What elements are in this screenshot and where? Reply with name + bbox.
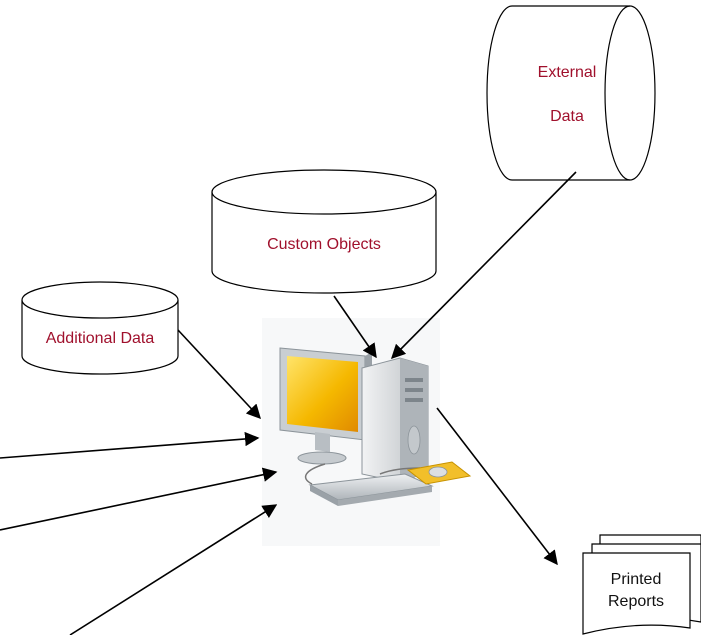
custom-objects-cylinder: Custom Objects: [211, 169, 437, 294]
additional-data-label: Additional Data: [46, 330, 155, 347]
arrow-input-1-to-computer: [0, 431, 260, 459]
additional-data-cylinder: Additional Data: [21, 281, 179, 375]
custom-objects-label: Custom Objects: [267, 236, 381, 253]
arrow-input-3-to-computer: [69, 504, 278, 635]
arrow-computer-to-reports: [436, 407, 558, 566]
arrows: [0, 171, 577, 635]
arrow-custom-to-computer: [333, 295, 377, 359]
arrow-external-to-computer: [390, 171, 577, 360]
arrow-additional-to-computer: [177, 329, 261, 420]
external-data-label-line1: External: [538, 64, 597, 81]
external-data-label-line2: Data: [550, 108, 584, 125]
printed-reports-label-line2: Reports: [608, 593, 664, 610]
printed-reports-label-line1: Printed: [611, 571, 662, 588]
external-data-cylinder: External Data: [486, 5, 656, 181]
computer-icon: [262, 318, 472, 546]
arrow-input-2-to-computer: [0, 467, 278, 531]
printed-reports-document: Printed Reports: [582, 534, 701, 635]
